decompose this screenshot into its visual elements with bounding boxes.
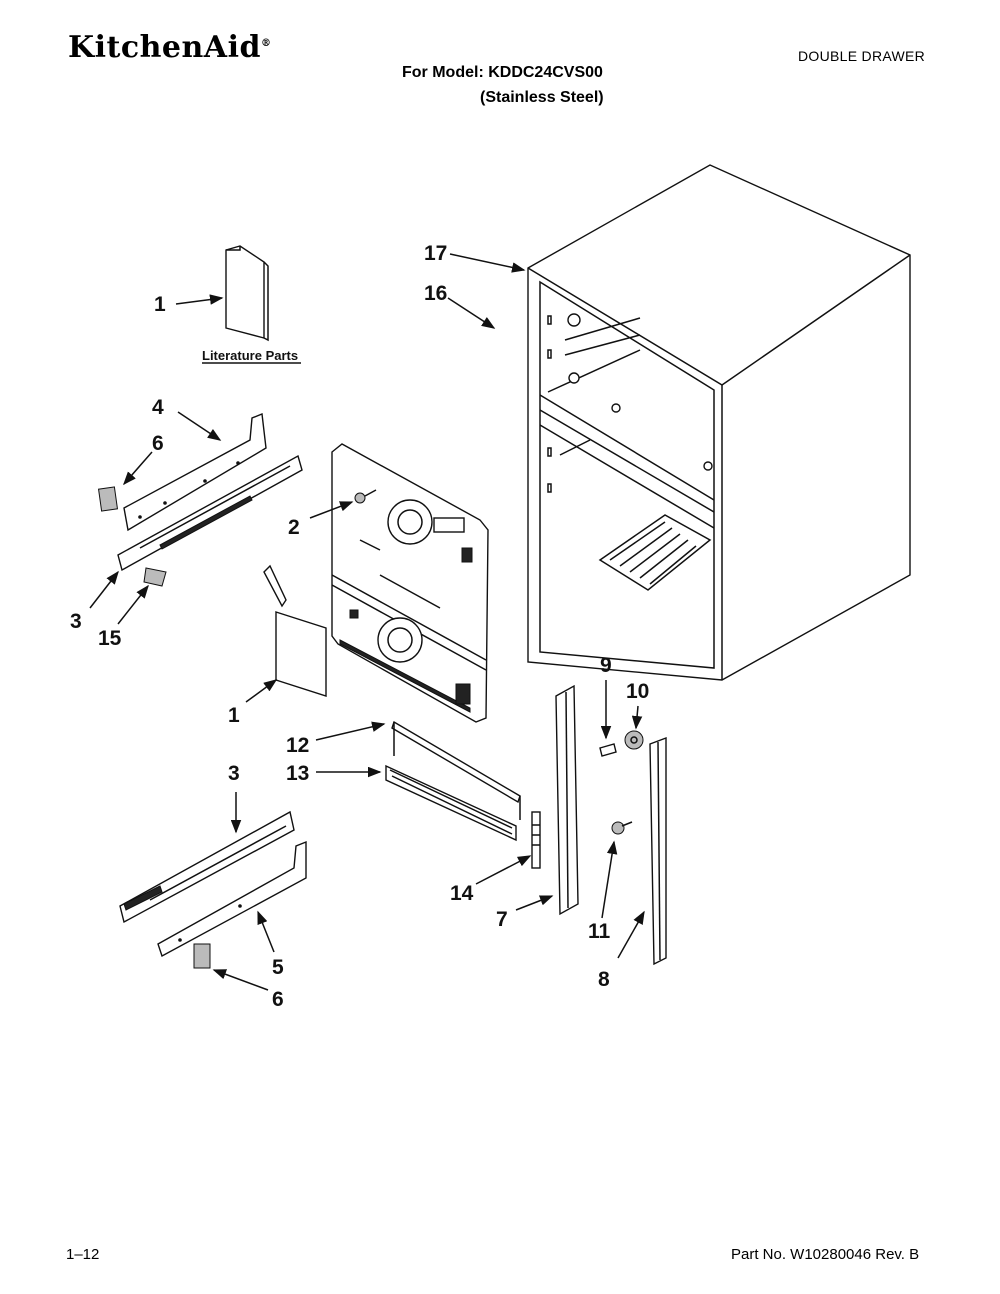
cabinet-shell xyxy=(527,164,911,681)
upper-drawer-bracket xyxy=(123,413,267,532)
callout-11: 11 xyxy=(588,920,611,943)
lower-clip xyxy=(193,943,211,969)
callout-14: 14 xyxy=(450,882,474,905)
literature-parts-label: Literature Parts xyxy=(202,348,298,363)
toe-grille-bracket xyxy=(391,720,521,820)
callout-3-bottom: 3 xyxy=(228,762,240,785)
part-number: Part No. W10280046 Rev. B xyxy=(731,1246,920,1263)
door-plunger xyxy=(531,811,541,869)
slide-stop xyxy=(143,567,167,587)
callout-10: 10 xyxy=(626,680,649,703)
callout-15: 15 xyxy=(98,627,122,650)
brand-name: KitchenAid xyxy=(68,30,261,65)
callout-5: 5 xyxy=(272,956,284,979)
mounting-screw xyxy=(611,821,633,835)
model-line: For Model: KDDC24CVS00 xyxy=(402,64,603,81)
hinge-screw xyxy=(599,743,617,757)
wiring-diagram-sheet xyxy=(263,564,327,697)
callout-7: 7 xyxy=(496,908,508,931)
upper-clip xyxy=(97,486,119,512)
callout-6-bottom: 6 xyxy=(272,988,284,1011)
lower-drawer-bracket xyxy=(157,840,307,958)
callout-6-top: 6 xyxy=(152,432,164,455)
callout-16: 16 xyxy=(424,282,447,305)
category-label: DOUBLE DRAWER xyxy=(798,48,926,64)
leader-lines xyxy=(89,253,645,991)
right-vertical-rail xyxy=(649,736,667,966)
toe-grille xyxy=(385,764,517,842)
page-number: 1–12 xyxy=(66,1246,100,1263)
callout-3-top: 3 xyxy=(70,610,82,633)
callout-13: 13 xyxy=(286,762,309,785)
callout-9: 9 xyxy=(600,654,612,677)
left-vertical-rail xyxy=(555,684,579,916)
lower-drawer-slide xyxy=(119,810,295,924)
registered-mark: ® xyxy=(260,38,272,49)
callout-12: 12 xyxy=(286,734,309,757)
callout-8: 8 xyxy=(598,968,610,991)
callout-1-top: 1 xyxy=(154,293,166,316)
callout-17: 17 xyxy=(424,242,447,265)
panel-screw xyxy=(354,489,377,504)
upper-drawer-slide xyxy=(117,454,303,572)
brand-logo: KitchenAid® xyxy=(68,30,271,65)
finish-line: (Stainless Steel) xyxy=(480,89,604,106)
control-panel xyxy=(331,443,489,723)
callout-1-bottom: 1 xyxy=(228,704,240,727)
spacer-washer xyxy=(624,730,644,750)
literature-book xyxy=(225,245,269,342)
callout-4: 4 xyxy=(152,396,164,419)
callout-2: 2 xyxy=(288,516,300,539)
